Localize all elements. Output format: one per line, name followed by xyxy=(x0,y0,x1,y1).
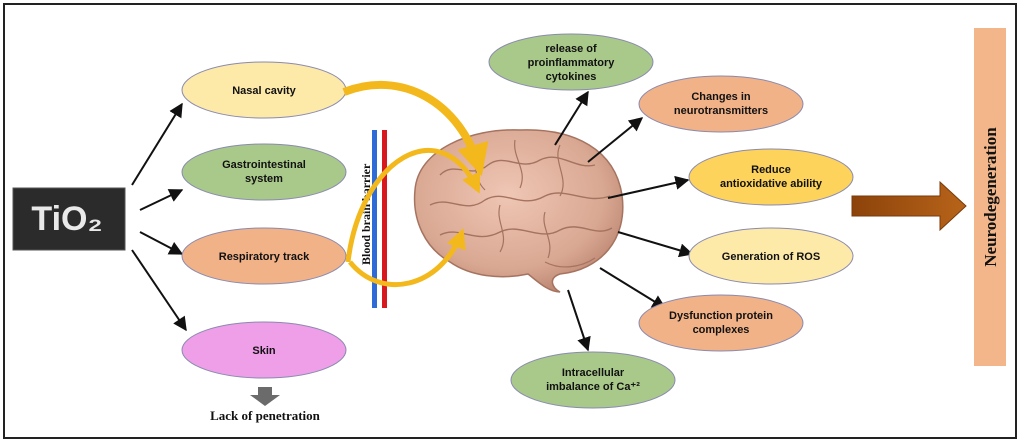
arrow-to-calcium xyxy=(567,289,591,352)
arrow-to-ros xyxy=(617,231,694,258)
route-gi-label-line2: system xyxy=(245,173,283,185)
route-respiratory-label: Respiratory track xyxy=(219,251,310,263)
arrow-to-respiratory xyxy=(139,231,184,255)
effect-neurotransmitters-line1: Changes in xyxy=(691,91,751,103)
blood-brain-barrier-label: Blood brain barrier xyxy=(359,163,373,265)
neurodegeneration-box: Neurodegeneration xyxy=(974,28,1006,366)
neurodegeneration-label: Neurodegeneration xyxy=(981,127,1000,267)
tio2-source-image: TiO₂ xyxy=(12,187,126,251)
arrow-to-protein xyxy=(599,267,667,309)
arrow-to-antioxidative xyxy=(607,175,690,199)
blood-brain-barrier xyxy=(372,130,387,308)
effect-antioxidative: Reduce antioxidative ability xyxy=(688,148,854,206)
effect-protein: Dysfunction protein complexes xyxy=(638,294,804,352)
effect-cytokines-line2: proinflammatory xyxy=(528,57,616,69)
route-nasal: Nasal cavity xyxy=(181,61,347,119)
route-respiratory: Respiratory track xyxy=(181,227,347,285)
route-arrows xyxy=(131,102,187,332)
skin-down-arrow xyxy=(250,387,280,406)
arrow-to-nasal xyxy=(131,102,183,186)
arrow-to-neurotransmitters xyxy=(587,117,644,163)
respiratory-to-brain-arrow xyxy=(348,228,466,287)
effect-antioxidative-line2: antioxidative ability xyxy=(720,178,823,190)
nasal-to-brain-arrow xyxy=(342,80,489,177)
effect-protein-line1: Dysfunction protein xyxy=(669,310,773,322)
effect-cytokines-line3: cytokines xyxy=(546,71,597,83)
lack-of-penetration-label: Lack of penetration xyxy=(210,408,321,423)
route-skin: Skin xyxy=(181,321,347,379)
neurodegeneration-arrow xyxy=(851,180,967,232)
effect-cytokines-line1: release of xyxy=(545,43,597,55)
route-skin-label: Skin xyxy=(252,345,276,357)
effect-antioxidative-line1: Reduce xyxy=(751,164,791,176)
route-gi-label-line1: Gastrointestinal xyxy=(222,159,306,171)
effect-cytokines: release of proinflammatory cytokines xyxy=(488,33,654,91)
arrow-to-skin xyxy=(131,249,187,332)
effect-ros-label: Generation of ROS xyxy=(722,251,820,263)
arrow-to-cytokines xyxy=(554,90,589,146)
route-nasal-label: Nasal cavity xyxy=(232,85,296,97)
effect-protein-line2: complexes xyxy=(693,324,750,336)
figure-border xyxy=(3,3,1017,439)
effect-neurotransmitters: Changes in neurotransmitters xyxy=(638,75,804,133)
effect-calcium-line1: Intracellular xyxy=(562,367,625,379)
effect-calcium-line2: imbalance of Ca⁺² xyxy=(546,381,640,393)
gi-to-brain-arrow xyxy=(345,147,481,263)
route-gi: Gastrointestinal system xyxy=(181,143,347,201)
tio2-label: TiO₂ xyxy=(31,200,102,238)
arrow-to-gi xyxy=(139,189,184,211)
effect-neurotransmitters-line2: neurotransmitters xyxy=(674,105,768,117)
effect-calcium: Intracellular imbalance of Ca⁺² xyxy=(510,351,676,409)
barrier-crossing-arrows xyxy=(342,80,489,287)
effect-ros: Generation of ROS xyxy=(688,227,854,285)
effect-arrows xyxy=(554,90,694,352)
